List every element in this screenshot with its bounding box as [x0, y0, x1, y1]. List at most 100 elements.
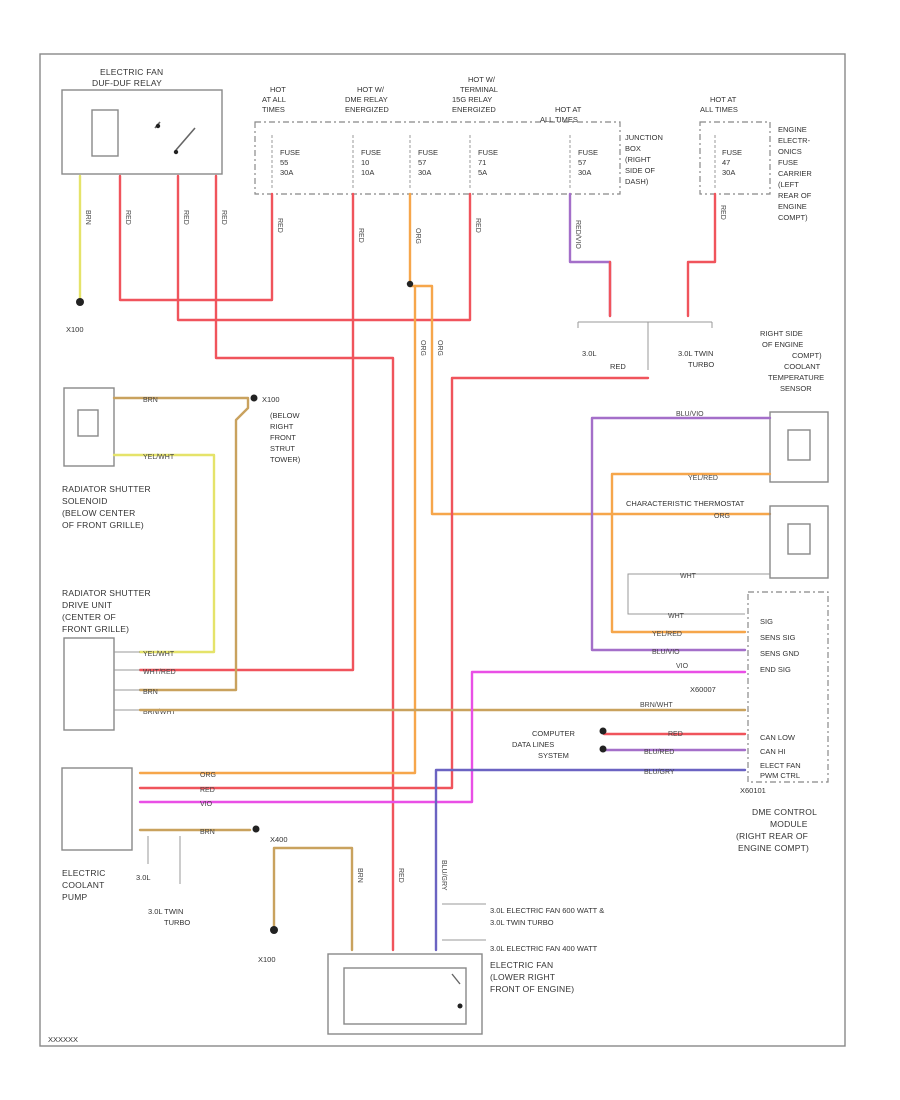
thermostat: WHT WHT ORG — [627, 505, 829, 620]
svg-text:BRN: BRN — [143, 397, 158, 404]
wire-white-thermostat — [627, 573, 770, 615]
wire-violet-fuse — [568, 192, 612, 318]
svg-text:BLU/GRY: BLU/GRY — [440, 860, 447, 891]
svg-text:BRN: BRN — [356, 868, 363, 883]
svg-text:ORG: ORG — [419, 340, 426, 356]
diagram-frame — [39, 53, 846, 1047]
wire-red-relay-fan — [214, 174, 395, 952]
wire-yel-red-sensor — [610, 472, 772, 634]
svg-text:YEL/WHT: YEL/WHT — [143, 651, 175, 658]
svg-text:PWM CTRL: PWM CTRL — [760, 771, 800, 780]
svg-text:ORG: ORG — [414, 228, 421, 244]
coolant-sensor: BLU/VIO YEL/RED — [590, 411, 829, 652]
svg-text:BLU/VIO: BLU/VIO — [652, 649, 680, 656]
svg-text:WHT: WHT — [680, 573, 697, 580]
fan-note-400w: 3.0L ELECTRIC FAN 400 WATT — [490, 944, 598, 953]
svg-text:RED: RED — [200, 787, 215, 794]
splice-x400: X400 — [270, 835, 288, 844]
wire-pink-pump-dme — [138, 670, 747, 804]
svg-text:WHT/RED: WHT/RED — [143, 669, 176, 676]
svg-text:RED: RED — [474, 218, 481, 233]
svg-text:BRN/WHT: BRN/WHT — [143, 709, 176, 716]
svg-text:RED: RED — [276, 218, 283, 233]
svg-text:SIG: SIG — [760, 617, 773, 626]
svg-text:BLU/GRY: BLU/GRY — [644, 769, 675, 776]
svg-text:RED: RED — [357, 228, 364, 243]
svg-text:RED: RED — [124, 210, 131, 225]
svg-text:DUF-DUF RELAY: DUF-DUF RELAY — [92, 78, 162, 88]
wire-orange-fuse57 — [408, 192, 772, 516]
splice-x100: X100 — [262, 395, 280, 404]
svg-text:CAN LOW: CAN LOW — [760, 733, 796, 742]
ground-x100-bottom: X100 — [258, 955, 276, 964]
wire-red-pump — [138, 376, 650, 790]
svg-text:RED: RED — [719, 205, 726, 220]
svg-text:CAN HI: CAN HI — [760, 747, 785, 756]
svg-text:BRN/WHT: BRN/WHT — [640, 702, 673, 709]
coolant-pump: ORG RED VIO BRN — [61, 767, 260, 884]
svg-text:VIO: VIO — [676, 663, 689, 670]
svg-text:WHT: WHT — [668, 613, 685, 620]
svg-text:BRN: BRN — [84, 210, 91, 225]
svg-text:YEL/WHT: YEL/WHT — [143, 454, 175, 461]
svg-text:ELECTRIC FAN: ELECTRIC FAN — [100, 67, 163, 77]
path-3l: 3.0L — [582, 349, 597, 358]
svg-text:VIO: VIO — [200, 801, 213, 808]
engine-box-frame — [699, 121, 771, 195]
svg-text:RED: RED — [220, 210, 227, 225]
wire-red-engine — [686, 192, 717, 318]
svg-text:RED/VIO: RED/VIO — [574, 220, 581, 249]
wire-violet-sensor — [590, 416, 772, 652]
wire-orange-pump — [138, 284, 417, 775]
wire-set-top — [76, 174, 772, 952]
svg-text:BLU/RED: BLU/RED — [644, 749, 674, 756]
svg-text:RED: RED — [182, 210, 189, 225]
wire-can-blue — [434, 768, 747, 952]
radiator-drive: YEL/WHT WHT/RED BRN BRN/WHT BRN/WHT — [63, 637, 747, 731]
svg-text:SENS GND: SENS GND — [760, 649, 800, 658]
svg-text:RED: RED — [668, 731, 683, 738]
pump-3l: 3.0L — [136, 873, 151, 882]
thermostat-label: CHARACTERISTIC THERMOSTAT — [626, 499, 745, 508]
bracket — [577, 321, 713, 328]
wire-brn-fan-ground — [272, 846, 354, 952]
svg-text:RED: RED — [397, 868, 404, 883]
svg-text:YEL/RED: YEL/RED — [652, 631, 682, 638]
wire-red-relay-hot — [176, 174, 472, 322]
fan-relay: ELECTRIC FAN DUF-DUF RELAY — [61, 67, 223, 175]
wire-red-relay-fuse — [118, 174, 274, 302]
svg-text:ORG: ORG — [714, 513, 730, 520]
ground-x100-top: X100 — [66, 325, 84, 334]
wire-brn-solenoid — [112, 396, 250, 692]
radiator-solenoid: BRN YEL/WHT — [63, 387, 258, 692]
wire-yel-solenoid — [112, 453, 216, 654]
red-label: RED — [610, 362, 626, 371]
relay-label-1: ELECTRIC FAN — [100, 67, 163, 77]
svg-text:YEL/RED: YEL/RED — [688, 475, 718, 482]
svg-text:BLU/VIO: BLU/VIO — [676, 411, 704, 418]
relay-label-2: DUF-DUF RELAY — [92, 78, 162, 88]
can-lines: RED BLU/RED BLU/GRY — [434, 727, 747, 952]
